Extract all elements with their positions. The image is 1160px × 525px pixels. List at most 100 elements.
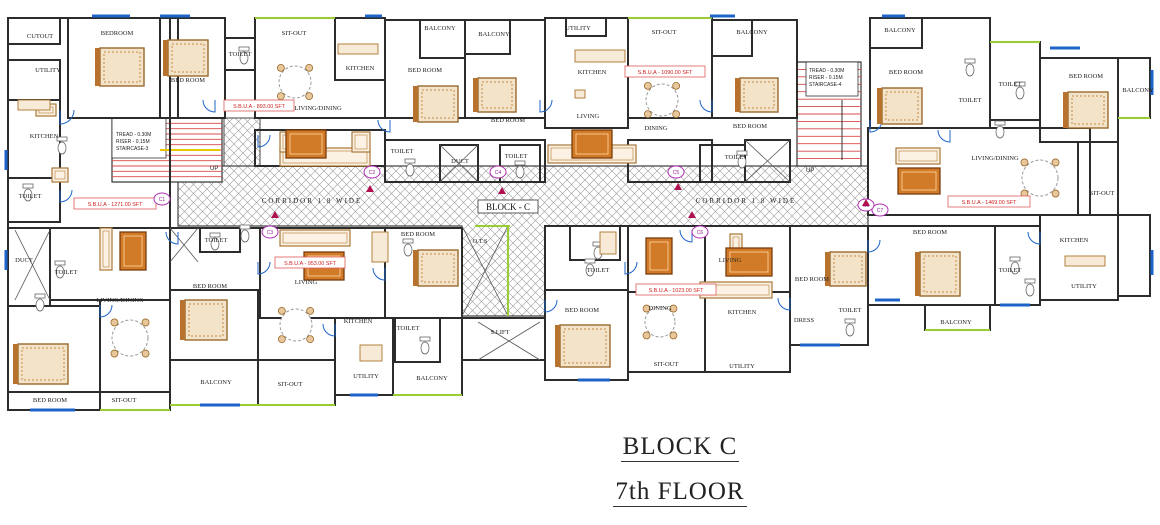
rug-border (901, 171, 937, 191)
room-bedroom: BED ROOM (33, 397, 67, 404)
shaft-cross (14, 229, 51, 301)
sofa (351, 131, 371, 153)
dining-table (279, 308, 313, 342)
bed-quilt (21, 347, 65, 381)
room-living-dining: LIVING/DINING (971, 155, 1019, 162)
wall (565, 17, 607, 37)
room-toilet: TOILET (999, 81, 1022, 88)
door-swing (59, 109, 75, 125)
sofa-cushion (898, 150, 938, 162)
room-toilet: TOILET (999, 267, 1022, 274)
room-utility: UTILITY (1071, 283, 1097, 290)
unit-marker-label: C2 (369, 170, 376, 176)
room-toilet: TOILET (725, 154, 748, 161)
wc-cistern (514, 160, 526, 166)
bed-headboard (13, 344, 18, 384)
wc (1025, 283, 1035, 297)
room-toilet: TOILET (229, 51, 252, 58)
unit-marker (489, 165, 507, 179)
room-balcony: BALCONY (424, 25, 456, 32)
door-swing (539, 99, 553, 113)
area-tag (274, 256, 346, 269)
wc (995, 125, 1005, 139)
wall (199, 227, 241, 253)
entry-marker (674, 183, 682, 190)
dining-chair (276, 63, 285, 72)
dining-chair (642, 304, 651, 313)
staircase-right-riser: RISER - 0.15M (809, 75, 843, 81)
wc (420, 341, 430, 355)
area-tag-text: S.B.U.A - 1090.00 SFT (638, 70, 694, 76)
room-kitchen: KITCHEN (346, 65, 375, 72)
dining-chair (141, 349, 150, 358)
wc-cistern (56, 136, 68, 142)
dining-chair (1020, 158, 1029, 167)
room-bedroom: BED ROOM (795, 276, 829, 283)
unit-marker (691, 225, 709, 239)
wc-cistern (402, 238, 414, 244)
sofa-cushion (102, 230, 110, 268)
room-toilet: TOILET (587, 267, 610, 274)
bed-quilt (188, 303, 224, 337)
wc (240, 229, 250, 243)
bed (167, 39, 209, 77)
wall (867, 127, 1091, 216)
room-bedroom: BEDROOM (101, 30, 134, 37)
door-swing (1027, 231, 1041, 245)
shaft-cross (477, 321, 541, 361)
room-living: LIVING (577, 113, 600, 120)
bed (829, 251, 867, 287)
kitchen-counter (359, 344, 383, 362)
room-living: LIVING (719, 257, 742, 264)
area-tag (624, 65, 706, 78)
room-balcony: BALCONY (884, 27, 916, 34)
room-balcony: BALCONY (736, 29, 768, 36)
kitchen-counter (574, 49, 626, 63)
wall (704, 291, 791, 373)
room-sit-out: SIT-OUT (652, 29, 677, 36)
kitchen-counter (371, 231, 389, 263)
area-tag-text: S.B.U.A - 1023.00 SFT (649, 288, 705, 294)
dining-chair (672, 81, 681, 90)
room-dining: DINING (648, 305, 671, 312)
rug (725, 247, 773, 277)
wc-cistern (404, 158, 416, 164)
wall (439, 144, 479, 183)
dining-chair (276, 92, 285, 101)
rug-border (729, 251, 769, 273)
wall (394, 317, 441, 363)
area-tag (223, 99, 295, 112)
room-living: LIVING (295, 279, 318, 286)
dining-chair (110, 318, 119, 327)
staircase-right-up: UP (806, 168, 814, 174)
room-sit-out: SIT-OUT (278, 381, 303, 388)
room-toilet: TOILET (959, 97, 982, 104)
bed (919, 251, 961, 297)
room-toilet: TOILET (19, 193, 42, 200)
room-bedroom: BED ROOM (193, 283, 227, 290)
dining-chair (643, 81, 652, 90)
unit-marker (667, 165, 685, 179)
wc (23, 188, 33, 202)
wall (499, 144, 541, 183)
bed (1067, 91, 1109, 129)
dining-chair (669, 331, 678, 340)
bed (99, 47, 145, 87)
room-kitchen: KITCHEN (1060, 237, 1089, 244)
dining-chair (277, 306, 286, 315)
kitchen-counter (574, 89, 586, 99)
kitchen-counter (337, 43, 379, 55)
wc (1015, 86, 1025, 100)
door-swing (699, 99, 713, 113)
bed-quilt (103, 51, 141, 83)
dining-table (111, 319, 149, 357)
block-label-box (477, 199, 539, 214)
wall (461, 317, 546, 361)
room-bedroom: BED ROOM (733, 123, 767, 130)
unit-marker (153, 192, 171, 206)
bed (17, 343, 69, 385)
room-balcony: BALCONY (940, 319, 972, 326)
unit-marker-label: C7 (877, 208, 884, 214)
plan-title-block: BLOCK C (620, 433, 740, 462)
staircase-right-tread: TREAD - 0.30M (809, 68, 844, 74)
